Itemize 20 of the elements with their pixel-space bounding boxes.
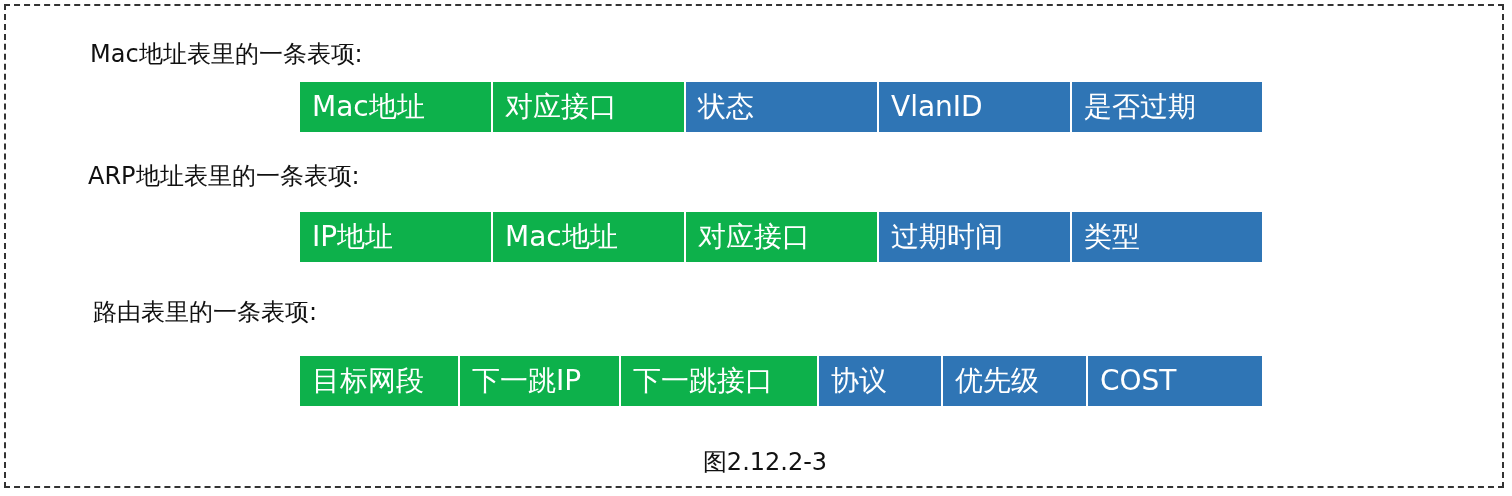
table-field-cell: Mac地址: [493, 212, 686, 262]
row-heading: ARP地址表里的一条表项:: [88, 161, 360, 192]
table-field-cell: 对应接口: [686, 212, 879, 262]
table-field-cell: IP地址: [300, 212, 493, 262]
table-field-cell: 优先级: [943, 356, 1088, 406]
table-field-cell: 过期时间: [879, 212, 1072, 262]
table-field-cell: 状态: [686, 82, 879, 132]
row-heading: Mac地址表里的一条表项:: [90, 39, 363, 70]
table-field-cell: 协议: [819, 356, 943, 406]
table-field-cell: VlanID: [879, 82, 1072, 132]
figure-caption: 图2.12.2-3: [702, 447, 828, 478]
table-field-cell: 下一跳IP: [460, 356, 621, 406]
row-heading: 路由表里的一条表项:: [93, 297, 318, 328]
table-field-cell: Mac地址: [300, 82, 493, 132]
table-field-cell: 是否过期: [1072, 82, 1264, 132]
table-field-cell: 对应接口: [493, 82, 686, 132]
table-field-cell: 类型: [1072, 212, 1264, 262]
table-field-cell: COST: [1088, 356, 1264, 406]
table-field-cell: 下一跳接口: [621, 356, 819, 406]
table-field-cell: 目标网段: [300, 356, 460, 406]
